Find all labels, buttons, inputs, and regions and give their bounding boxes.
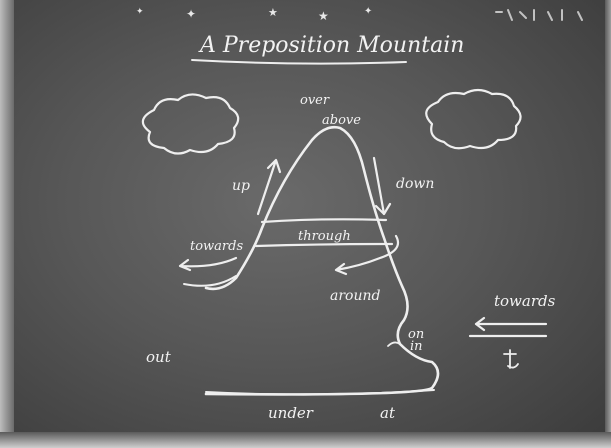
diagram-title: A Preposition Mountain xyxy=(198,33,464,58)
label-over: over xyxy=(300,93,330,108)
star-icon: ✦ xyxy=(186,7,196,21)
label-above: above xyxy=(322,113,361,128)
star-icon: ★ xyxy=(318,9,329,23)
cloud-left-icon xyxy=(143,94,238,153)
up-arrow-icon xyxy=(258,160,280,214)
down-arrow-icon xyxy=(374,158,390,214)
label-towards-right: towards xyxy=(494,292,556,310)
label-out: out xyxy=(146,348,172,366)
label-down: down xyxy=(396,176,434,192)
star-icon: ★ xyxy=(268,6,278,19)
label-under: under xyxy=(268,404,314,422)
in-tick-mark xyxy=(388,342,400,346)
title-underline xyxy=(192,60,406,64)
tunnel-bottom-line xyxy=(256,244,392,246)
towards-right-arrow-icon xyxy=(470,318,546,336)
cloud-right-icon xyxy=(426,90,520,148)
mountain-base xyxy=(206,390,434,395)
towards-left-arrow-icon xyxy=(180,258,236,270)
star-decorations: ✦ ★ ★ ✦ ✦ xyxy=(136,6,372,23)
star-icon: ✦ xyxy=(364,6,372,17)
label-towards-left: towards xyxy=(190,239,243,254)
label-at: at xyxy=(380,404,396,422)
label-up: up xyxy=(232,178,250,194)
tunnel-top-line xyxy=(262,219,386,222)
label-in: in xyxy=(410,339,423,354)
label-around: around xyxy=(330,288,381,304)
to-mark xyxy=(504,350,518,368)
label-through: through xyxy=(298,229,351,244)
top-right-marks xyxy=(496,10,582,20)
mountain-left-slope xyxy=(206,127,438,394)
star-icon: ✦ xyxy=(136,7,144,17)
